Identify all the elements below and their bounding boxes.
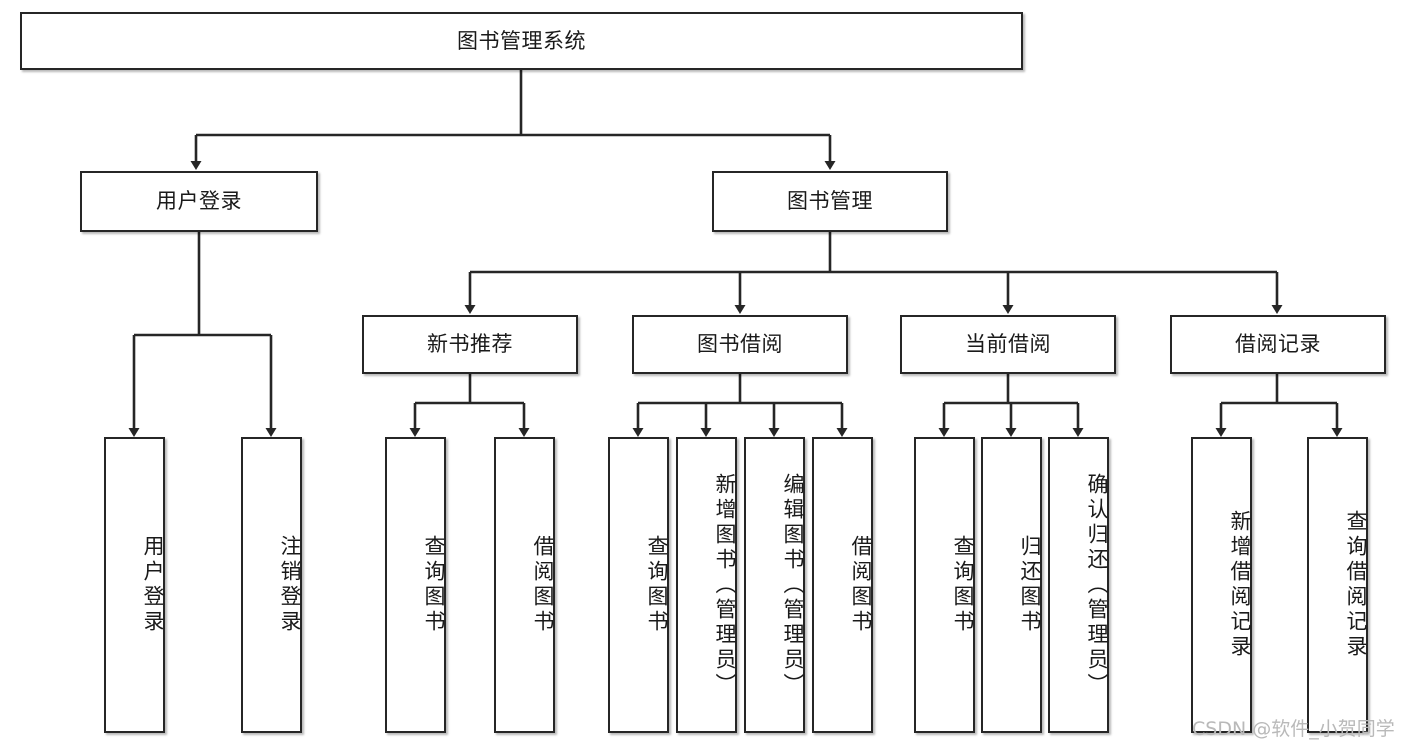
node-borrow-record[interactable]: 借阅记录 <box>1170 315 1386 374</box>
leaf-borrow-book-2-label: 借阅图书 <box>849 535 873 635</box>
node-book-manage[interactable]: 图书管理 <box>712 171 948 232</box>
leaf-query-book-3-label: 查询图书 <box>951 535 975 635</box>
leaf-return-book[interactable]: 归还图书 <box>981 437 1042 733</box>
node-book-manage-label: 图书管理 <box>787 189 873 214</box>
node-user-login-label: 用户登录 <box>156 189 242 214</box>
leaf-borrow-book-1-label: 借阅图书 <box>531 535 555 635</box>
leaf-edit-book-label: 编辑图书（管理员） <box>781 472 805 698</box>
node-book-borrow-label: 图书借阅 <box>697 332 783 357</box>
leaf-user-logout-label: 注销登录 <box>278 535 302 635</box>
node-current-borrow[interactable]: 当前借阅 <box>900 315 1116 374</box>
node-user-login[interactable]: 用户登录 <box>80 171 318 232</box>
leaf-edit-book[interactable]: 编辑图书（管理员） <box>744 437 805 733</box>
leaf-query-book-2[interactable]: 查询图书 <box>608 437 669 733</box>
leaf-add-record-label: 新增借阅记录 <box>1228 510 1252 660</box>
leaf-borrow-book-1[interactable]: 借阅图书 <box>494 437 555 733</box>
leaf-query-book-1[interactable]: 查询图书 <box>385 437 446 733</box>
node-book-borrow[interactable]: 图书借阅 <box>632 315 848 374</box>
leaf-user-logout[interactable]: 注销登录 <box>241 437 302 733</box>
leaf-user-login-label: 用户登录 <box>141 535 165 635</box>
leaf-query-book-2-label: 查询图书 <box>645 535 669 635</box>
leaf-query-record-label: 查询借阅记录 <box>1344 510 1368 660</box>
leaf-query-record[interactable]: 查询借阅记录 <box>1307 437 1368 733</box>
leaf-query-book-3[interactable]: 查询图书 <box>914 437 975 733</box>
leaf-confirm-return[interactable]: 确认归还（管理员） <box>1048 437 1109 733</box>
node-root[interactable]: 图书管理系统 <box>20 12 1023 70</box>
leaf-borrow-book-2[interactable]: 借阅图书 <box>812 437 873 733</box>
node-root-label: 图书管理系统 <box>457 28 586 53</box>
node-current-borrow-label: 当前借阅 <box>965 332 1051 357</box>
leaf-return-book-label: 归还图书 <box>1018 535 1042 635</box>
leaf-confirm-return-label: 确认归还（管理员） <box>1085 472 1109 698</box>
leaf-query-book-1-label: 查询图书 <box>422 535 446 635</box>
leaf-add-book[interactable]: 新增图书（管理员） <box>676 437 737 733</box>
node-borrow-record-label: 借阅记录 <box>1235 332 1321 357</box>
leaf-add-book-label: 新增图书（管理员） <box>713 472 737 698</box>
node-new-book-recommend[interactable]: 新书推荐 <box>362 315 578 374</box>
leaf-add-record[interactable]: 新增借阅记录 <box>1191 437 1252 733</box>
node-new-book-recommend-label: 新书推荐 <box>427 332 513 357</box>
leaf-user-login[interactable]: 用户登录 <box>104 437 165 733</box>
